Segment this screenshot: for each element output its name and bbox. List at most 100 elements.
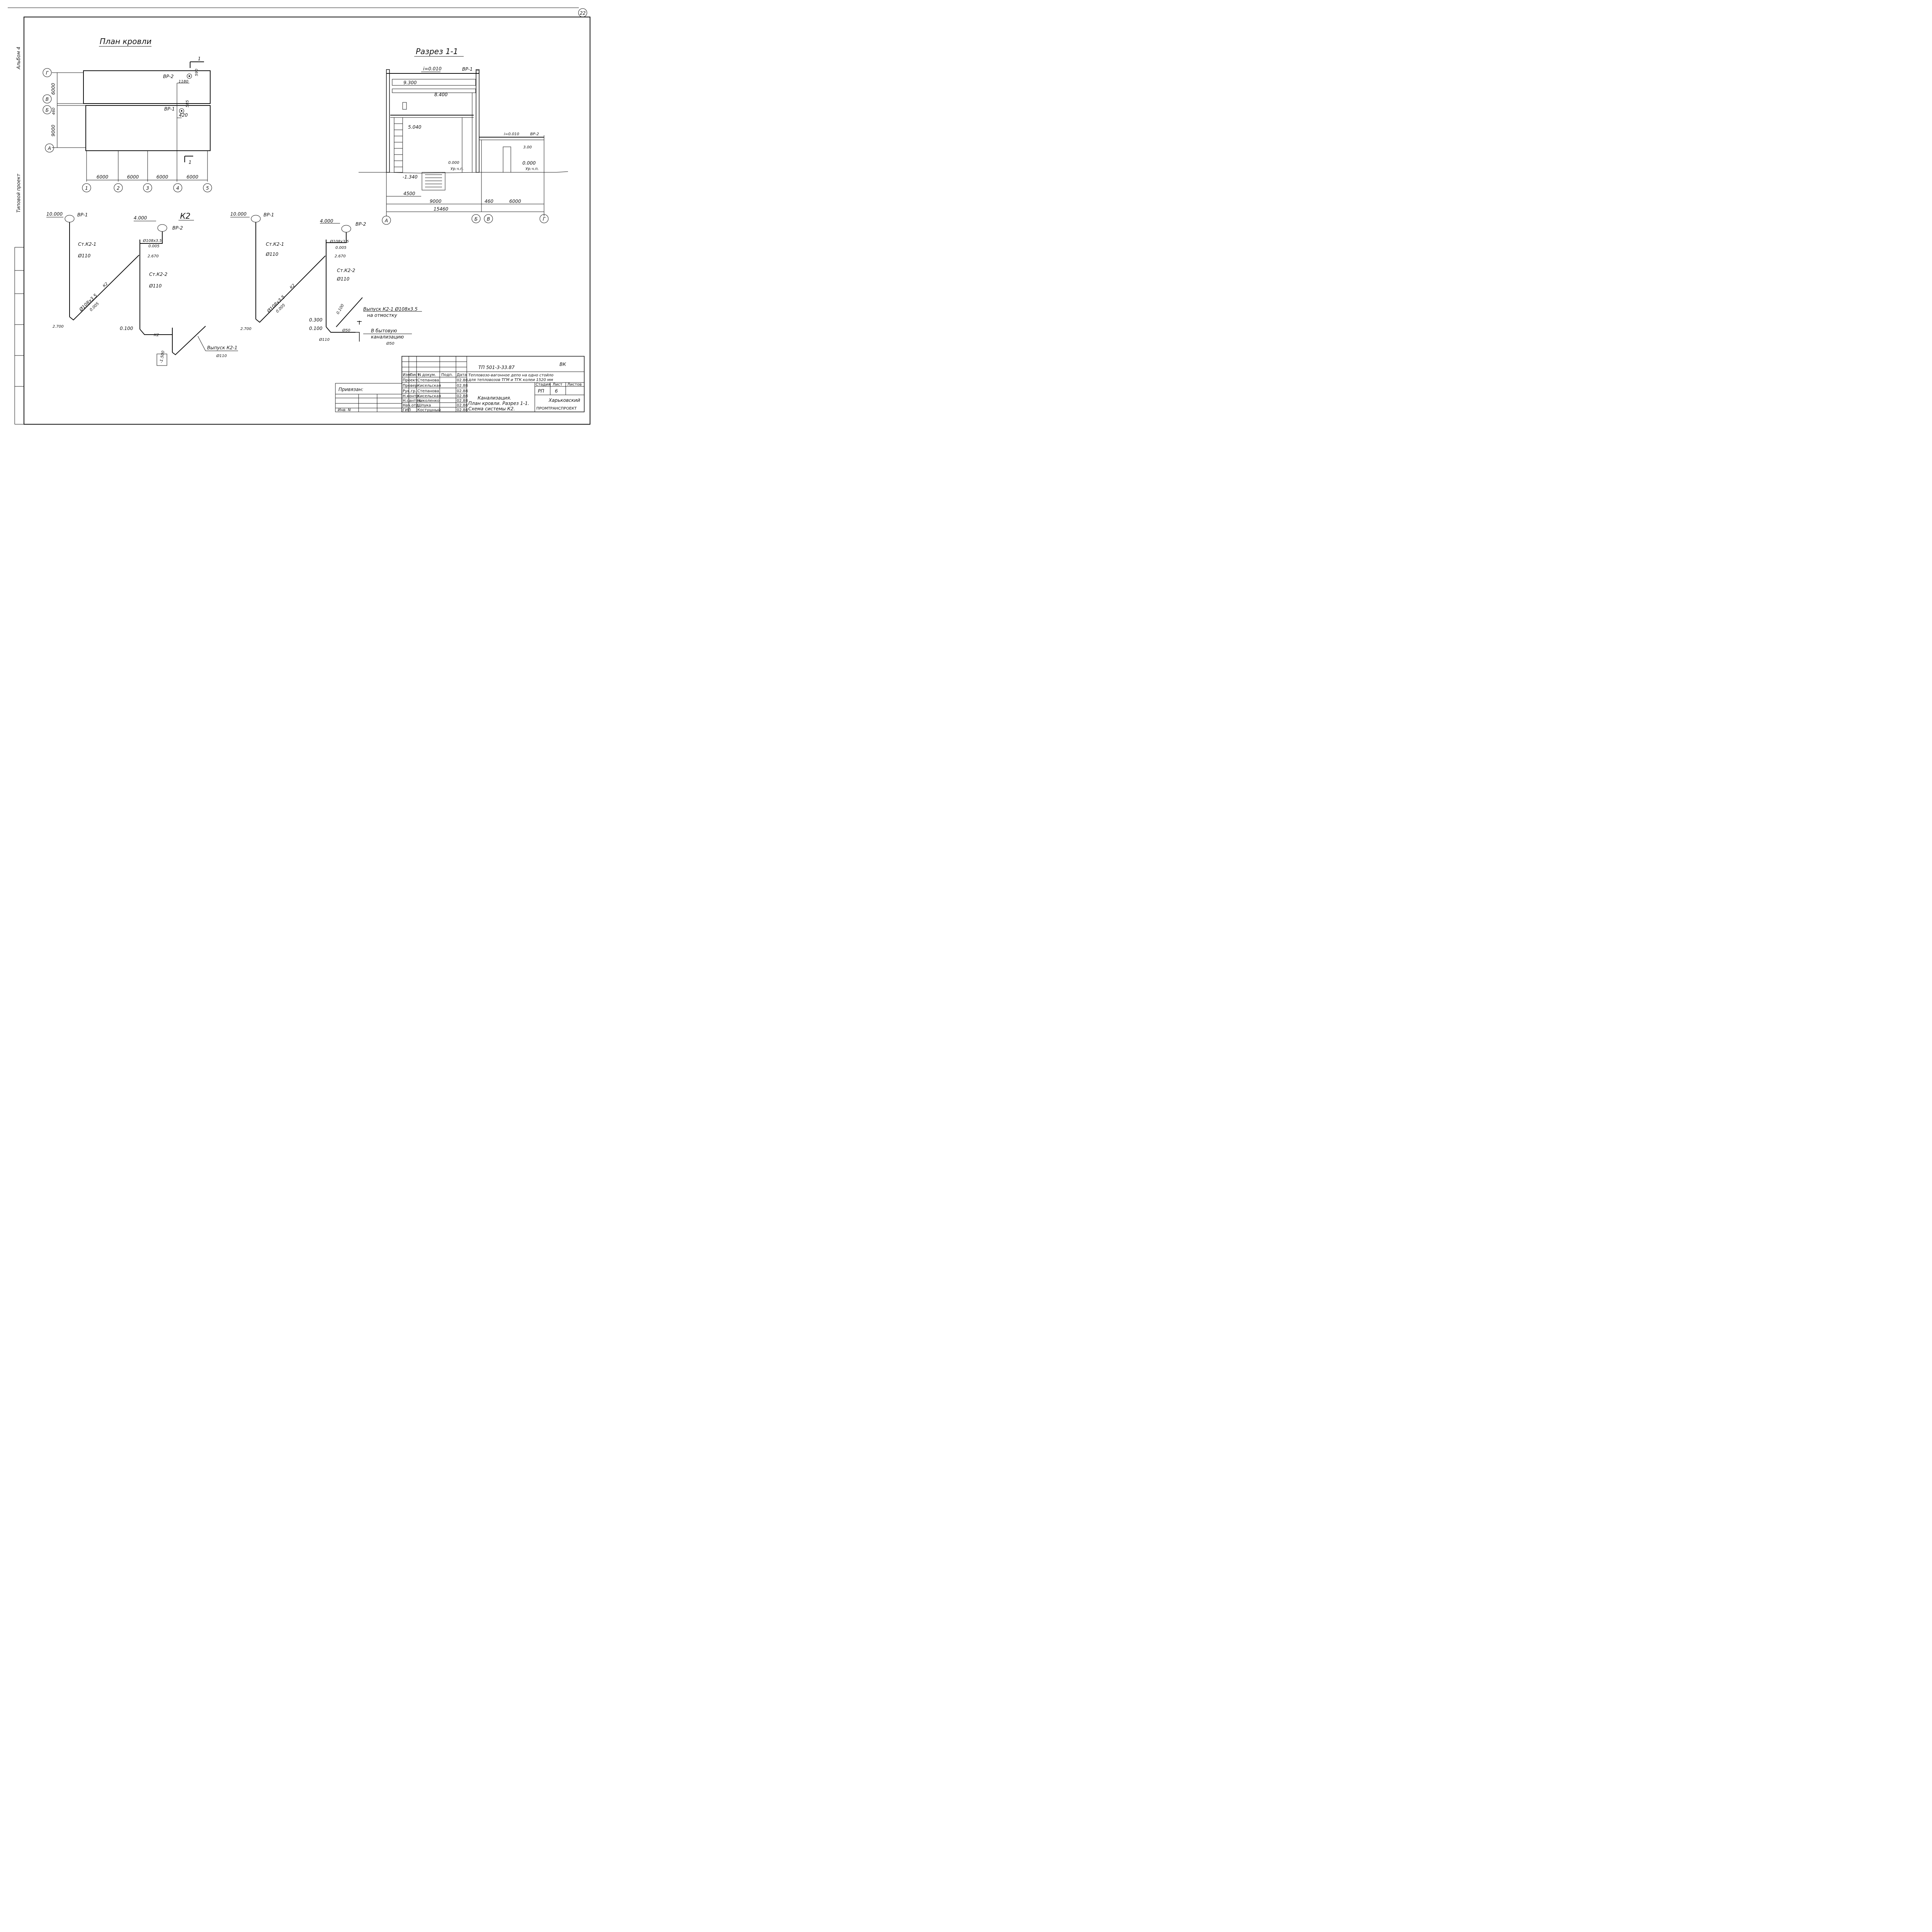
- tb-r5-name: Николенко: [417, 399, 439, 403]
- dim-460: 460: [485, 199, 493, 204]
- title-block: Привязан: Инв. N Изм. Лист N докум. Подп…: [335, 356, 585, 412]
- left-vr2-mark: 4.000: [134, 215, 147, 221]
- axis-col-5: 5: [206, 185, 209, 191]
- vr1-label: ВР-1: [164, 106, 175, 112]
- section-vr2: ВР-2: [530, 132, 539, 136]
- dim-6000: 6000: [509, 199, 521, 204]
- section-mark-bottom: 1: [189, 160, 192, 165]
- right-sewer-d: Ø50: [386, 341, 395, 346]
- tb-name-1: Канализация.: [478, 395, 511, 401]
- inv-label: Инв. N: [338, 408, 351, 412]
- section-vr1: ВР-1: [462, 66, 473, 72]
- bound-label: Привязан:: [338, 387, 363, 392]
- sheet-frame: 22 Альбом 4 Типовой проект: [8, 7, 590, 425]
- axis-col-4: 4: [176, 185, 179, 191]
- left-k2b: К2: [154, 333, 159, 337]
- mark-8400: 8.400: [434, 92, 448, 97]
- mark-0000-a: 0.000: [448, 161, 459, 165]
- project-label: Типовой проект: [16, 173, 21, 213]
- right-mark-low: 2.700: [240, 327, 252, 331]
- tb-r2-name: Кисельская: [417, 384, 441, 388]
- axis-col-1: 1: [85, 185, 88, 191]
- left-vr2: ВР-2: [172, 225, 183, 231]
- roof-block-upper: [83, 70, 211, 104]
- tb-r6-role: Нач.отд.: [403, 403, 420, 408]
- tb-r4-role: Н.контр.: [403, 394, 420, 398]
- mark-0000-b: 0.000: [522, 160, 536, 166]
- vr1-dim-2: 585: [185, 100, 190, 107]
- tb-r1-role: Проект.: [403, 378, 418, 383]
- right-sewer1: В бытовую: [371, 328, 397, 333]
- left-mark-low: 2.700: [53, 325, 64, 329]
- tb-r4-date: 02.88: [457, 394, 468, 398]
- tb-sheets-h: Листов: [567, 383, 582, 387]
- left-vr1: ВР-1: [77, 212, 88, 218]
- tb-r3-date: 02.88: [457, 389, 468, 393]
- mark-1340: -1.340: [403, 174, 418, 180]
- dim-col-4: 6000: [187, 174, 199, 180]
- left-slope2: 0.005: [148, 244, 160, 248]
- tb-object-1: Тепловозо-вагонное депо на одно стойло: [468, 373, 553, 378]
- right-outlet2: на отмостку: [367, 313, 398, 318]
- left-k2: К2: [102, 282, 109, 288]
- tb-r3-role: Рук.гр.: [403, 389, 417, 393]
- tb-h-list: Лист: [410, 373, 420, 377]
- slope-main: i=0.010: [423, 66, 442, 71]
- tb-object-2: для тепловозов ТГМ и ТГК колеи 1520 мм: [468, 378, 553, 382]
- section-title: Разрез 1-1: [416, 47, 458, 56]
- right-slope2: 0.005: [335, 246, 347, 250]
- mark-9300: 9.300: [403, 80, 417, 85]
- roof-drain-vr1-icon: [179, 108, 184, 114]
- dim-row-3: 9000: [51, 124, 56, 136]
- right-k2: К2: [289, 283, 296, 290]
- roof-plan: План кровли Г В Б А 6000 460 9000 1: [43, 37, 212, 192]
- tb-stage-h: Стадия: [536, 383, 550, 387]
- axis-row-G: Г: [46, 70, 49, 76]
- tb-r1-date: 02.88: [457, 378, 468, 383]
- left-pipe2: Ø108x3.5: [143, 238, 162, 243]
- left-d2: Ø110: [149, 283, 162, 289]
- tb-stage: РП: [538, 388, 544, 394]
- axis-col-3: 3: [146, 185, 149, 191]
- right-vr1: ВР-1: [264, 212, 274, 218]
- tb-r7-date: 02.88: [457, 408, 468, 412]
- right-vr2-icon: [341, 225, 351, 233]
- tb-org-2: ПРОМТРАНСПРОЕКТ: [536, 406, 577, 411]
- tb-h-date: Дата: [457, 373, 467, 377]
- dim-row-1: 6000: [51, 83, 56, 95]
- roof-block-lower: [85, 105, 211, 151]
- dim-col-3: 6000: [156, 174, 168, 180]
- tb-sheet-h: Лист: [553, 383, 563, 387]
- roof-plan-title: План кровли: [100, 37, 151, 46]
- sheet-number: 22: [580, 10, 585, 16]
- vr2-label: ВР-2: [163, 74, 173, 79]
- tb-r5-role: Н.сантех.: [403, 399, 422, 403]
- left-top-mark: 10.000: [46, 211, 63, 217]
- tb-r1-name: Степанова: [417, 378, 439, 383]
- dim-row-2: 460: [52, 107, 56, 115]
- axis-row-V: В: [46, 97, 49, 102]
- left-d1: Ø110: [78, 253, 91, 259]
- roof-drain-vr2-icon: [187, 73, 192, 79]
- tb-r5-date: 02.88: [457, 399, 468, 403]
- section-axis-V: В: [487, 216, 490, 222]
- left-outlet-d: Ø110: [216, 354, 227, 358]
- right-d110: Ø110: [319, 337, 330, 342]
- scheme-right: 10.000 ВР-1 Ст.К2-1 Ø110 2.700 Ø108x3.5 …: [230, 211, 422, 346]
- section-1-1: Разрез 1-1 i=0.010 ВР-1 9.300 8.4: [359, 47, 568, 225]
- vr2-dim-1: 1180: [179, 80, 188, 84]
- section-mark-top: 1: [198, 56, 201, 61]
- right-mark-c: 0.100: [336, 303, 345, 315]
- dim-4500: 4500: [403, 191, 415, 196]
- axis-row-A: А: [48, 146, 51, 151]
- album-label: Альбом 4: [16, 47, 21, 70]
- dim-col-1: 6000: [97, 174, 109, 180]
- vr1-dim-1: 420: [179, 112, 188, 118]
- right-d1: Ø110: [265, 252, 279, 257]
- right-outlet: Выпуск К2-1 Ø108x3.5: [363, 306, 418, 312]
- axis-col-2: 2: [117, 185, 120, 191]
- right-mark-a: 0.300: [309, 317, 323, 323]
- left-riser1: Ст.К2-1: [78, 242, 96, 247]
- scheme-title: К2: [180, 211, 190, 221]
- left-vr2-icon: [157, 224, 167, 232]
